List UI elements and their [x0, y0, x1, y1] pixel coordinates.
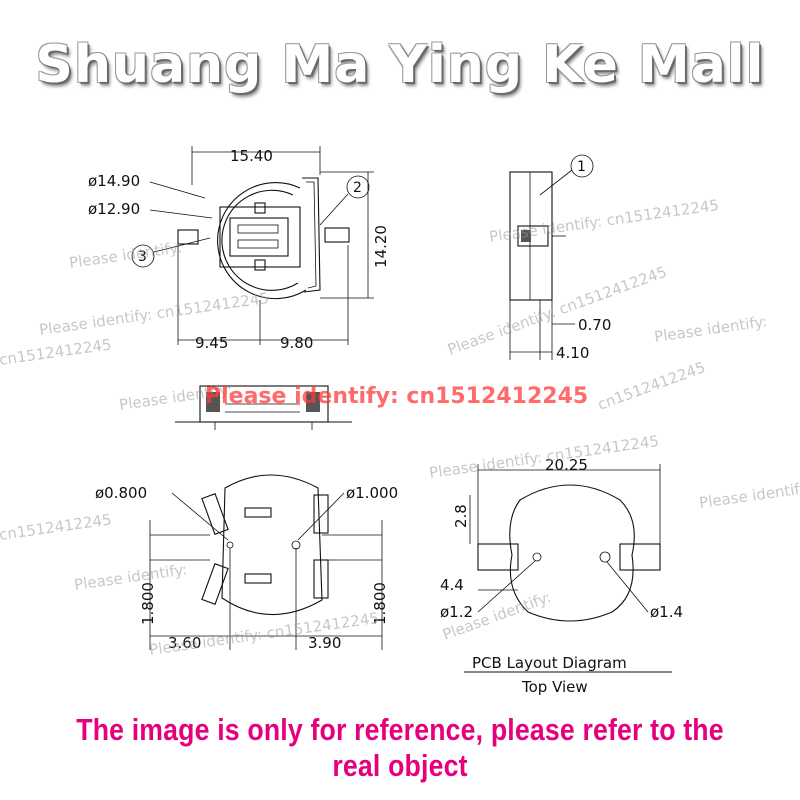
left-offset-label: 9.45	[195, 334, 228, 352]
callout-1: 1	[577, 159, 586, 175]
watermark-a4: Please identify:	[698, 478, 800, 512]
watermark-red: Please identify: cn1512412245	[205, 384, 588, 409]
store-banner-title: Shuang Ma Ying Ke Mall	[35, 35, 765, 95]
pcb-caption: PCB Layout Diagram	[472, 654, 627, 672]
watermark-b2: cn1512412245	[595, 358, 708, 414]
watermark-a5: Please identify:	[73, 560, 188, 594]
pcb-span-label: 20.25	[545, 456, 588, 474]
reference-disclaimer: The image is only for reference, please …	[76, 712, 724, 783]
watermark-full-2: Please identify: cn1512412245	[38, 289, 270, 339]
left-horizontal-label: 3.60	[168, 634, 201, 652]
right-vertical-label: 1.800	[371, 582, 389, 625]
front-view-drawing	[175, 385, 352, 430]
pcb-pad-height-label: 2.8	[452, 504, 470, 528]
side-thickness-label: 0.70	[578, 316, 611, 334]
right-offset-label: 9.80	[280, 334, 313, 352]
bottom-view-drawing: ø0.800 ø1.000 1.800 1.800 3.60 3.90	[95, 474, 398, 652]
side-view-drawing: 1 0.70 4.10	[509, 154, 611, 362]
outer-diameter-label: ø14.90	[88, 172, 140, 190]
right-horizontal-label: 3.90	[308, 634, 341, 652]
hole-small-label: ø0.800	[95, 484, 147, 502]
watermark-group: Please identify: Please identify: cn1512…	[0, 196, 800, 659]
left-vertical-label: 1.800	[139, 582, 157, 625]
hole-large-label: ø1.000	[346, 484, 398, 502]
top-height-label: 14.20	[372, 225, 390, 268]
inner-diameter-label: ø12.90	[88, 200, 140, 218]
side-depth-label: 4.10	[556, 344, 589, 362]
pcb-layout-drawing: 20.25 2.8 4.4 ø1.2 ø1.4 PCB Layout Diagr…	[440, 456, 683, 696]
callout-2: 2	[353, 180, 362, 196]
pcb-hole-left-label: ø1.2	[440, 603, 473, 621]
pcb-subcaption: Top View	[521, 678, 588, 696]
callout-3: 3	[138, 249, 147, 265]
pcb-pad-width-label: 4.4	[440, 576, 464, 594]
watermark-full-1: Please identify: cn1512412245	[488, 196, 720, 246]
watermark-b3: cn1512412245	[0, 510, 113, 544]
watermark-a1: Please identify:	[68, 238, 183, 272]
watermark-b1: cn1512412245	[0, 335, 113, 369]
watermark-full-4: Please identify: cn1512412245	[428, 432, 660, 482]
top-width-label: 15.40	[230, 147, 273, 165]
top-view-drawing: 15.40 14.20 ø14.90 ø12.90 2 3 9.45 9.80	[88, 146, 390, 352]
watermark-a2: Please identify:	[653, 312, 768, 346]
pcb-hole-right-label: ø1.4	[650, 603, 683, 621]
